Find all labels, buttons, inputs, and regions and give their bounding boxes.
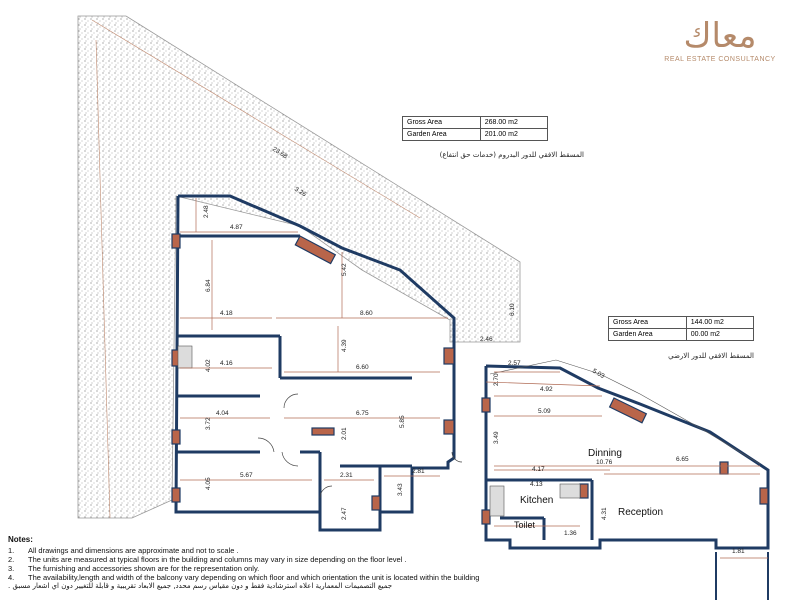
dim-label: 10.76 bbox=[596, 459, 613, 466]
room-label-dinning: Dinning bbox=[588, 448, 622, 459]
table-row: Gross Area 144.00 m2 bbox=[608, 316, 755, 329]
dimension-lines bbox=[180, 198, 768, 559]
dim-label: 6.10 bbox=[509, 303, 516, 316]
dim-label: 3.49 bbox=[493, 431, 500, 444]
note-item: 3. The furnishing and accessories shown … bbox=[8, 564, 718, 573]
notes-title: Notes: bbox=[8, 535, 33, 544]
ground-floor-walls bbox=[484, 364, 770, 550]
dim-label: 2.48 bbox=[203, 205, 210, 218]
table-cell-label: Garden Area bbox=[608, 328, 687, 341]
dim-label: 2.46 bbox=[480, 336, 493, 343]
table-row: Gross Area 268.00 m2 bbox=[402, 116, 549, 129]
dim-label: 8.60 bbox=[360, 310, 373, 317]
dim-label: 1.36 bbox=[564, 530, 577, 537]
table-row: Garden Area 201.00 m2 bbox=[402, 128, 549, 141]
basement-columns bbox=[171, 233, 455, 511]
note-item: 2. The units are measured at typical flo… bbox=[8, 555, 718, 564]
dim-label: 2.31 bbox=[340, 472, 353, 479]
door-swings bbox=[257, 393, 463, 499]
dim-label: 4.16 bbox=[220, 360, 233, 367]
dim-label: 4.02 bbox=[205, 359, 212, 372]
dim-label: 4.39 bbox=[341, 339, 348, 352]
note-number: 4. bbox=[8, 573, 15, 582]
table-cell-value: 00.00 m2 bbox=[685, 328, 755, 341]
dim-label: 5.09 bbox=[538, 408, 551, 415]
table-cell-value: 268.00 m2 bbox=[479, 116, 549, 129]
logo-arabic-text: معاك bbox=[683, 16, 757, 56]
notes-section: Notes: 1. All drawings and dimensions ar… bbox=[8, 535, 718, 591]
dim-label: 6.84 bbox=[205, 279, 212, 292]
dim-label: 2.81 bbox=[412, 468, 425, 475]
table-cell-label: Gross Area bbox=[402, 116, 481, 129]
basement-caption: المسقط الافقي للدور البدروم (خدمات حق ان… bbox=[439, 151, 584, 159]
dim-label: 5.03 bbox=[591, 368, 606, 381]
table-cell-value: 144.00 m2 bbox=[685, 316, 755, 329]
dim-label: 4.31 bbox=[601, 507, 608, 520]
company-logo: معاك REAL ESTATE CONSULTANCY bbox=[658, 16, 782, 63]
dim-label: 4.92 bbox=[540, 386, 553, 393]
note-item: 4. The availability,length and width of … bbox=[8, 573, 718, 582]
dim-label: 2.70 bbox=[493, 373, 500, 386]
note-text: The availability,length and width of the… bbox=[28, 573, 480, 582]
dim-label: 4.04 bbox=[216, 410, 229, 417]
dim-label: 4.05 bbox=[205, 477, 212, 490]
dim-label: 4.17 bbox=[532, 466, 545, 473]
dim-label: 5.67 bbox=[240, 472, 253, 479]
dim-label: 3.43 bbox=[397, 483, 404, 496]
dim-label: 6.65 bbox=[676, 456, 689, 463]
dim-label: 5.42 bbox=[341, 263, 348, 276]
garden-area-hatch bbox=[77, 15, 521, 519]
table-cell-label: Garden Area bbox=[402, 128, 481, 141]
room-label-toilet: Toilet bbox=[514, 520, 536, 530]
dim-label: 2.47 bbox=[341, 507, 348, 520]
dim-label: 4.18 bbox=[220, 310, 233, 317]
table-cell-value: 201.00 m2 bbox=[479, 128, 549, 141]
note-arabic: جميع التصميمات المعمارية اعلاه استرشادية… bbox=[8, 582, 393, 590]
dim-label: 2.01 bbox=[341, 427, 348, 440]
dim-label: 23.68 bbox=[271, 146, 289, 161]
ground-area-table: Gross Area 144.00 m2 Garden Area 00.00 m… bbox=[608, 316, 755, 341]
note-number: 1. bbox=[8, 546, 15, 555]
note-number: 2. bbox=[8, 555, 15, 564]
dim-label: 5.85 bbox=[399, 415, 406, 428]
basement-area-table: Gross Area 268.00 m2 Garden Area 201.00 … bbox=[402, 116, 549, 141]
note-item: 1. All drawings and dimensions are appro… bbox=[8, 546, 718, 555]
note-number: 3. bbox=[8, 564, 15, 573]
dim-label: 3.26 bbox=[293, 186, 308, 199]
dim-label: 4.13 bbox=[530, 481, 543, 488]
dim-label: 3.72 bbox=[205, 417, 212, 430]
kitchen-counter bbox=[489, 485, 505, 517]
dim-label: 4.87 bbox=[230, 224, 243, 231]
garden-dimension-line bbox=[91, 19, 421, 219]
ground-caption: المسقط الافقي للدور الارضي bbox=[668, 352, 754, 360]
table-cell-label: Gross Area bbox=[608, 316, 687, 329]
basement-floor-walls bbox=[174, 194, 456, 532]
note-text: All drawings and dimensions are approxim… bbox=[28, 546, 239, 555]
note-text: The units are measured at typical floors… bbox=[28, 555, 407, 564]
note-text: The furnishing and accessories shown are… bbox=[28, 564, 260, 573]
dim-label: 6.75 bbox=[356, 410, 369, 417]
dim-label: 6.60 bbox=[356, 364, 369, 371]
room-label-kitchen: Kitchen bbox=[520, 495, 553, 506]
dim-label: 1.81 bbox=[732, 548, 745, 555]
dim-label: 2.57 bbox=[508, 360, 521, 367]
room-label-reception: Reception bbox=[618, 507, 663, 518]
table-row: Garden Area 00.00 m2 bbox=[608, 328, 755, 341]
logo-english-text: REAL ESTATE CONSULTANCY bbox=[664, 56, 776, 63]
